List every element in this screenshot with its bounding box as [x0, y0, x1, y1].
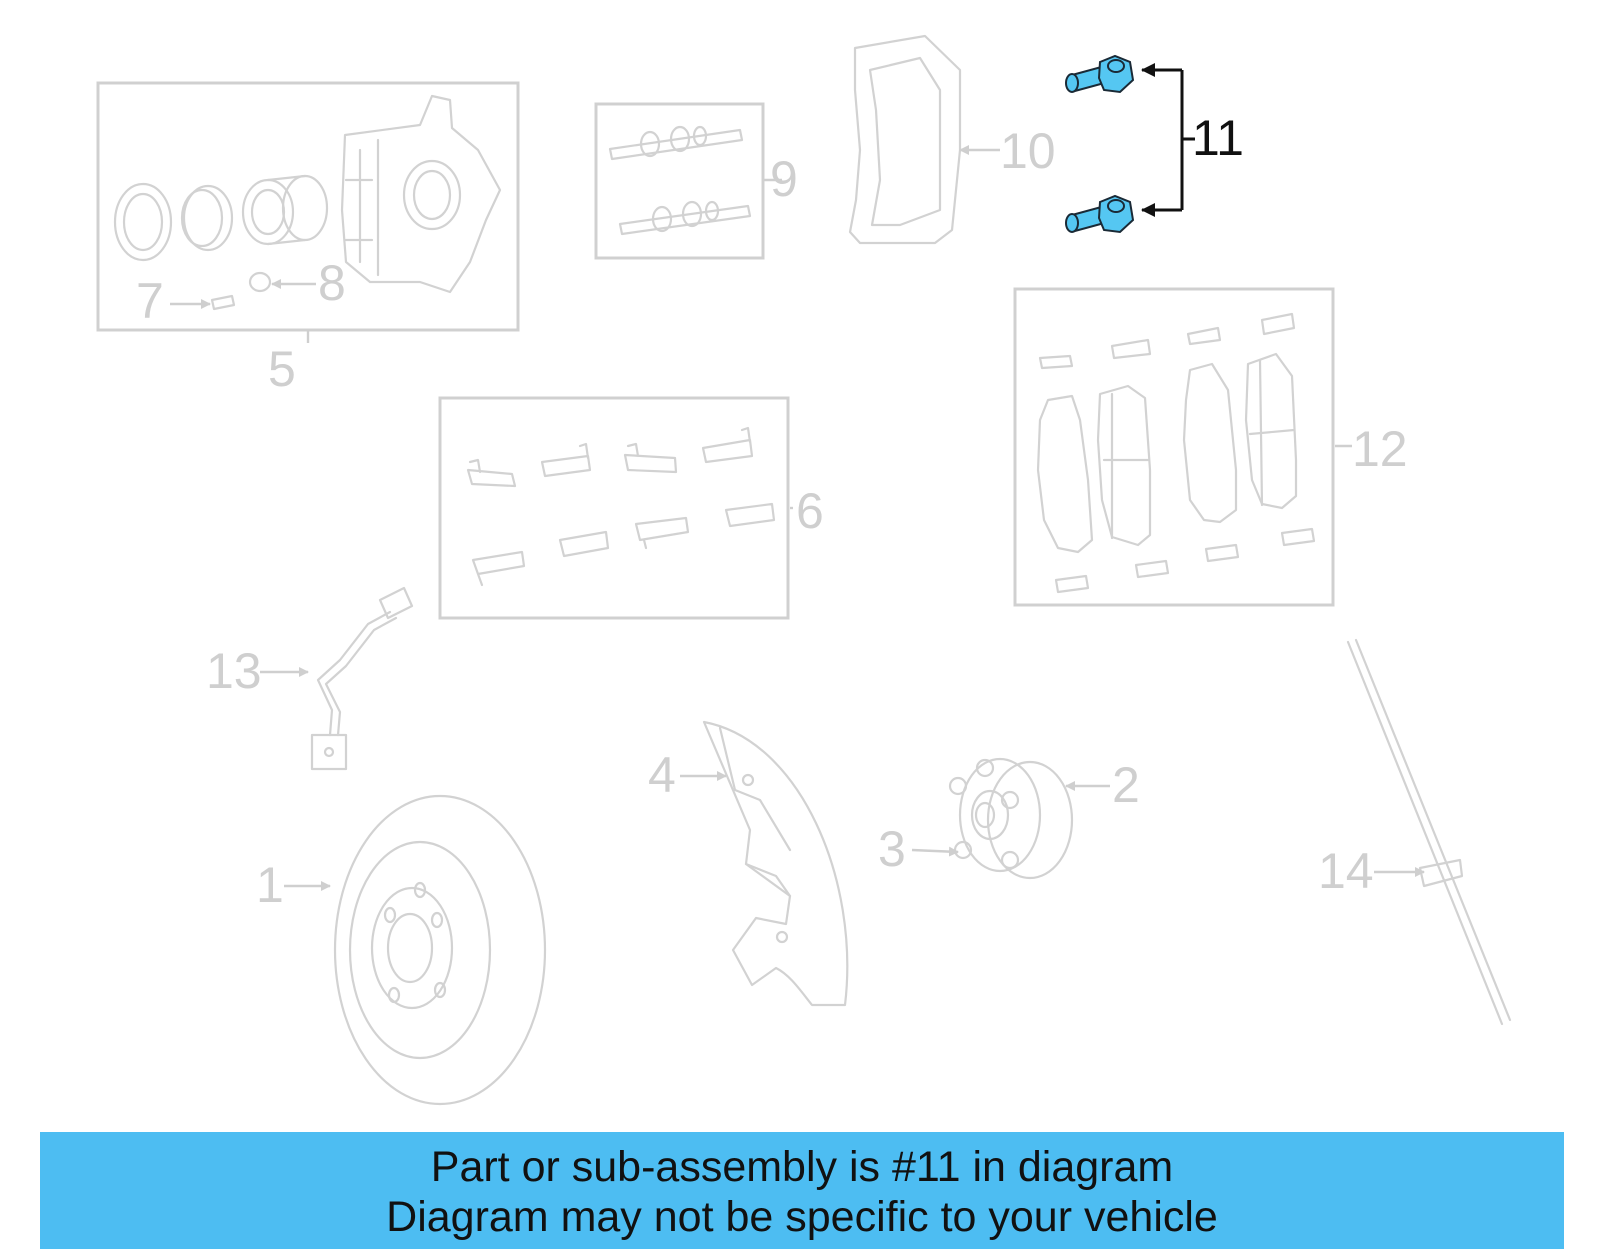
bolt-upper-icon[interactable] — [1065, 54, 1135, 94]
callout-4: 4 — [648, 747, 676, 803]
brake-pad-set-group[interactable] — [1013, 287, 1335, 607]
callout-10: 10 — [1000, 123, 1056, 179]
wear-sensor-group[interactable] — [310, 586, 414, 771]
bolt-lower-icon[interactable] — [1065, 194, 1135, 234]
hardware-kit-group[interactable] — [438, 396, 790, 620]
hub-bearing-group[interactable] — [948, 757, 1074, 880]
brake-rotor-group[interactable] — [333, 794, 547, 1106]
callout-6: 6 — [796, 483, 824, 539]
guide-pin-kit-group[interactable] — [594, 102, 765, 260]
leader-lines — [170, 145, 1425, 891]
callout-5: 5 — [268, 341, 296, 397]
part-info-banner: Part or sub-assembly is #11 in diagram D… — [40, 1132, 1564, 1249]
guide-pin-box — [594, 102, 765, 260]
callout-3: 3 — [878, 821, 906, 877]
caliper-bracket-group[interactable] — [848, 34, 962, 245]
hardware-kit-box — [438, 396, 790, 620]
callout-8: 8 — [318, 255, 346, 311]
clip-rod-group[interactable] — [1346, 638, 1512, 1026]
callout-labels: 5 7 8 9 10 11 6 12 13 1 4 2 3 14 — [136, 110, 1408, 913]
callout-2: 2 — [1112, 757, 1140, 813]
callout-7: 7 — [136, 273, 164, 329]
callout-14: 14 — [1318, 843, 1374, 899]
bracket-bolts-group[interactable] — [1065, 54, 1195, 234]
callout-1: 1 — [256, 857, 284, 913]
pad-set-box — [1013, 287, 1335, 607]
callout-13: 13 — [206, 643, 262, 699]
callout-12: 12 — [1352, 421, 1408, 477]
banner-line-2: Diagram may not be specific to your vehi… — [386, 1193, 1218, 1241]
callout-11: 11 — [1192, 110, 1244, 166]
banner-line-1: Part or sub-assembly is #11 in diagram — [430, 1143, 1174, 1191]
dust-shield-group[interactable] — [702, 720, 849, 1007]
callout-9: 9 — [770, 151, 798, 207]
